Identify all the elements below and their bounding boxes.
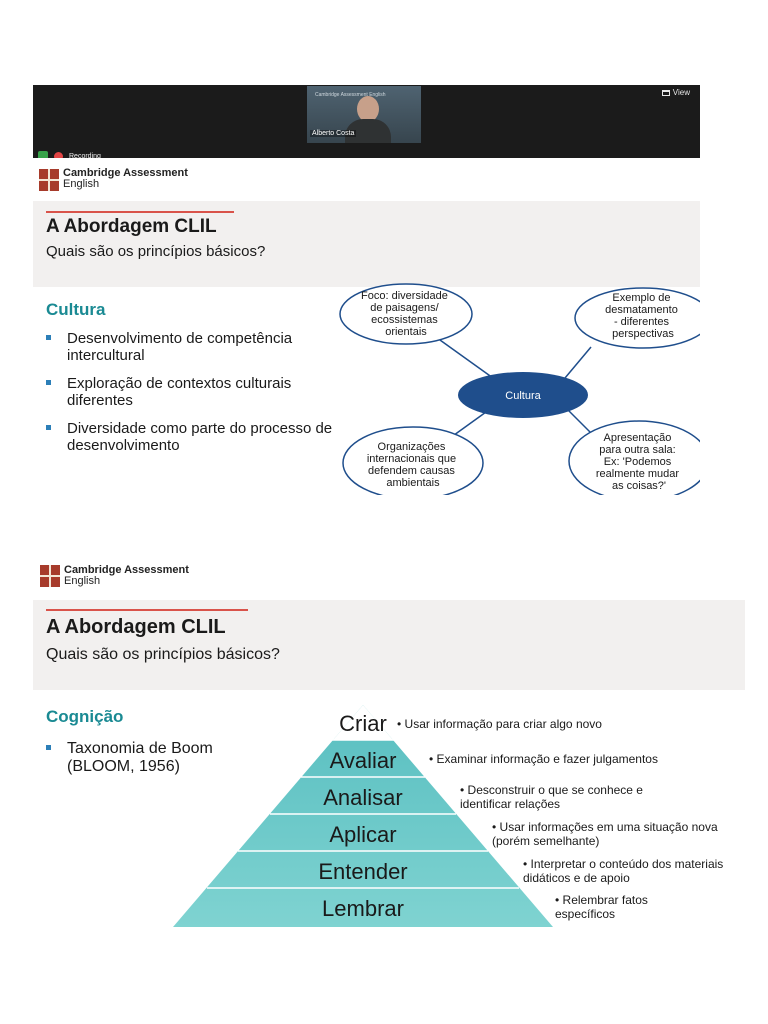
- level-criar: Criar: [339, 711, 387, 736]
- participant-name: Alberto Costa: [310, 130, 357, 137]
- call-top-bar: Cambridge Assessment English Alberto Cos…: [33, 85, 700, 161]
- pyramid-tip: [333, 705, 393, 740]
- node-line: ecossistemas: [371, 314, 438, 326]
- bullet-list: Taxonomia de Boom (BLOOM, 1956): [46, 740, 256, 787]
- list-item: Taxonomia de Boom (BLOOM, 1956): [46, 740, 256, 776]
- node-line: Apresentação: [604, 432, 672, 444]
- mindmap-node: [342, 426, 484, 495]
- mind-map: Cultura Foco: diversidade de paisagens/ …: [339, 283, 700, 495]
- node-line: Ex: 'Podemos: [604, 456, 672, 468]
- node-line: para outra sala:: [599, 444, 675, 456]
- node-line: desmatamento: [605, 304, 678, 316]
- brand-line2: English: [63, 178, 100, 190]
- connector-line: [564, 346, 592, 379]
- mindmap-node: [574, 287, 700, 349]
- title-accent-line: [46, 609, 248, 611]
- recording-label: Recording: [69, 152, 101, 160]
- pyramid-shape: [173, 705, 553, 927]
- view-button[interactable]: View: [661, 88, 690, 97]
- level-description: • Interpretar o conteúdo dos materiais d…: [523, 857, 724, 885]
- slide-header: Cambridge Assessment English: [33, 158, 700, 201]
- node-line: orientais: [385, 326, 427, 338]
- recording-dot-icon: [54, 151, 63, 161]
- cognition-slide: Cambridge Assessment English A Abordagem…: [33, 555, 745, 927]
- mindmap-node: [568, 420, 700, 495]
- connector-line: [432, 334, 494, 379]
- level-description: • Relembrar fatos específicos: [555, 893, 648, 921]
- section-title: Cognição: [46, 707, 124, 726]
- level-description: • Usar informações em uma situação nova …: [492, 820, 718, 848]
- brand-logo-text: Cambridge Assessment English: [64, 565, 189, 587]
- node-line: - diferentes: [614, 316, 670, 328]
- level-lembrar: Lembrar: [322, 896, 404, 921]
- node-line: internacionais que: [367, 453, 456, 465]
- list-item: Desenvolvimento de competência intercult…: [46, 330, 346, 364]
- center-node: [458, 372, 588, 418]
- slide-title: A Abordagem CLIL: [46, 216, 217, 237]
- level-analisar: Analisar: [323, 785, 402, 810]
- mindmap-node: [339, 283, 473, 345]
- node-line: realmente mudar: [596, 468, 679, 480]
- level-description: • Desconstruir o que se conhece e identi…: [460, 783, 643, 811]
- view-label: View: [672, 88, 690, 97]
- section-title: Cultura: [46, 300, 106, 319]
- list-item: Diversidade como parte do processo de de…: [46, 420, 346, 454]
- recording-indicator: Recording: [38, 151, 101, 161]
- view-grid-icon: [661, 89, 670, 96]
- level-description: • Examinar informação e fazer julgamento…: [429, 752, 658, 766]
- center-node-label: Cultura: [505, 390, 541, 402]
- cambridge-crest-icon: [40, 565, 60, 587]
- video-call-slide: Cambridge Assessment English Alberto Cos…: [33, 85, 700, 495]
- brand-line1: Cambridge Assessment: [64, 564, 189, 576]
- slide-subtitle: Quais são os princípios básicos?: [46, 646, 280, 663]
- connector-line: [564, 406, 592, 434]
- node-line: ambientais: [386, 477, 440, 489]
- node-line: defendem causas: [368, 465, 455, 477]
- brand-line2: English: [64, 575, 101, 587]
- list-item: Exploração de contextos culturais difere…: [46, 375, 346, 409]
- level-description: • Usar informação para criar algo novo: [397, 717, 602, 731]
- participant-video-tile[interactable]: Cambridge Assessment English Alberto Cos…: [307, 86, 421, 143]
- node-line: as coisas?': [612, 480, 666, 492]
- node-text: Exemplo de desmatamento - diferentes per…: [605, 292, 681, 340]
- node-line: perspectivas: [612, 328, 674, 340]
- bullet-list: Desenvolvimento de competência intercult…: [46, 330, 346, 465]
- node-line: Exemplo de: [612, 292, 670, 304]
- node-text: Organizações internacionais que defendem…: [367, 441, 459, 489]
- security-shield-icon[interactable]: [38, 151, 48, 161]
- node-line: de paisagens/: [370, 302, 439, 314]
- node-line: Foco: diversidade: [361, 290, 448, 302]
- title-accent-line: [46, 211, 234, 213]
- brand-logo-text: Cambridge Assessment English: [63, 168, 188, 190]
- slide-subtitle: Quais são os princípios básicos?: [46, 243, 266, 260]
- node-text: Foco: diversidade de paisagens/ ecossist…: [361, 290, 451, 338]
- level-aplicar: Aplicar: [329, 822, 396, 847]
- participant-head: [357, 96, 379, 122]
- slide-title: A Abordagem CLIL: [46, 616, 226, 638]
- camera-background-logo: Cambridge Assessment English: [315, 92, 386, 98]
- level-entender: Entender: [318, 859, 407, 884]
- brand-line1: Cambridge Assessment: [63, 167, 188, 179]
- bloom-pyramid: Criar Avaliar Analisar Aplicar Entender …: [173, 705, 553, 927]
- participant-body: [345, 119, 391, 143]
- cambridge-crest-icon: [39, 169, 59, 191]
- title-box: A Abordagem CLIL Quais são os princípios…: [33, 201, 700, 287]
- node-text: Apresentação para outra sala: Ex: 'Podem…: [596, 432, 682, 492]
- level-avaliar: Avaliar: [330, 748, 397, 773]
- title-box: A Abordagem CLIL Quais são os princípios…: [33, 600, 745, 690]
- node-line: Organizações: [378, 441, 446, 453]
